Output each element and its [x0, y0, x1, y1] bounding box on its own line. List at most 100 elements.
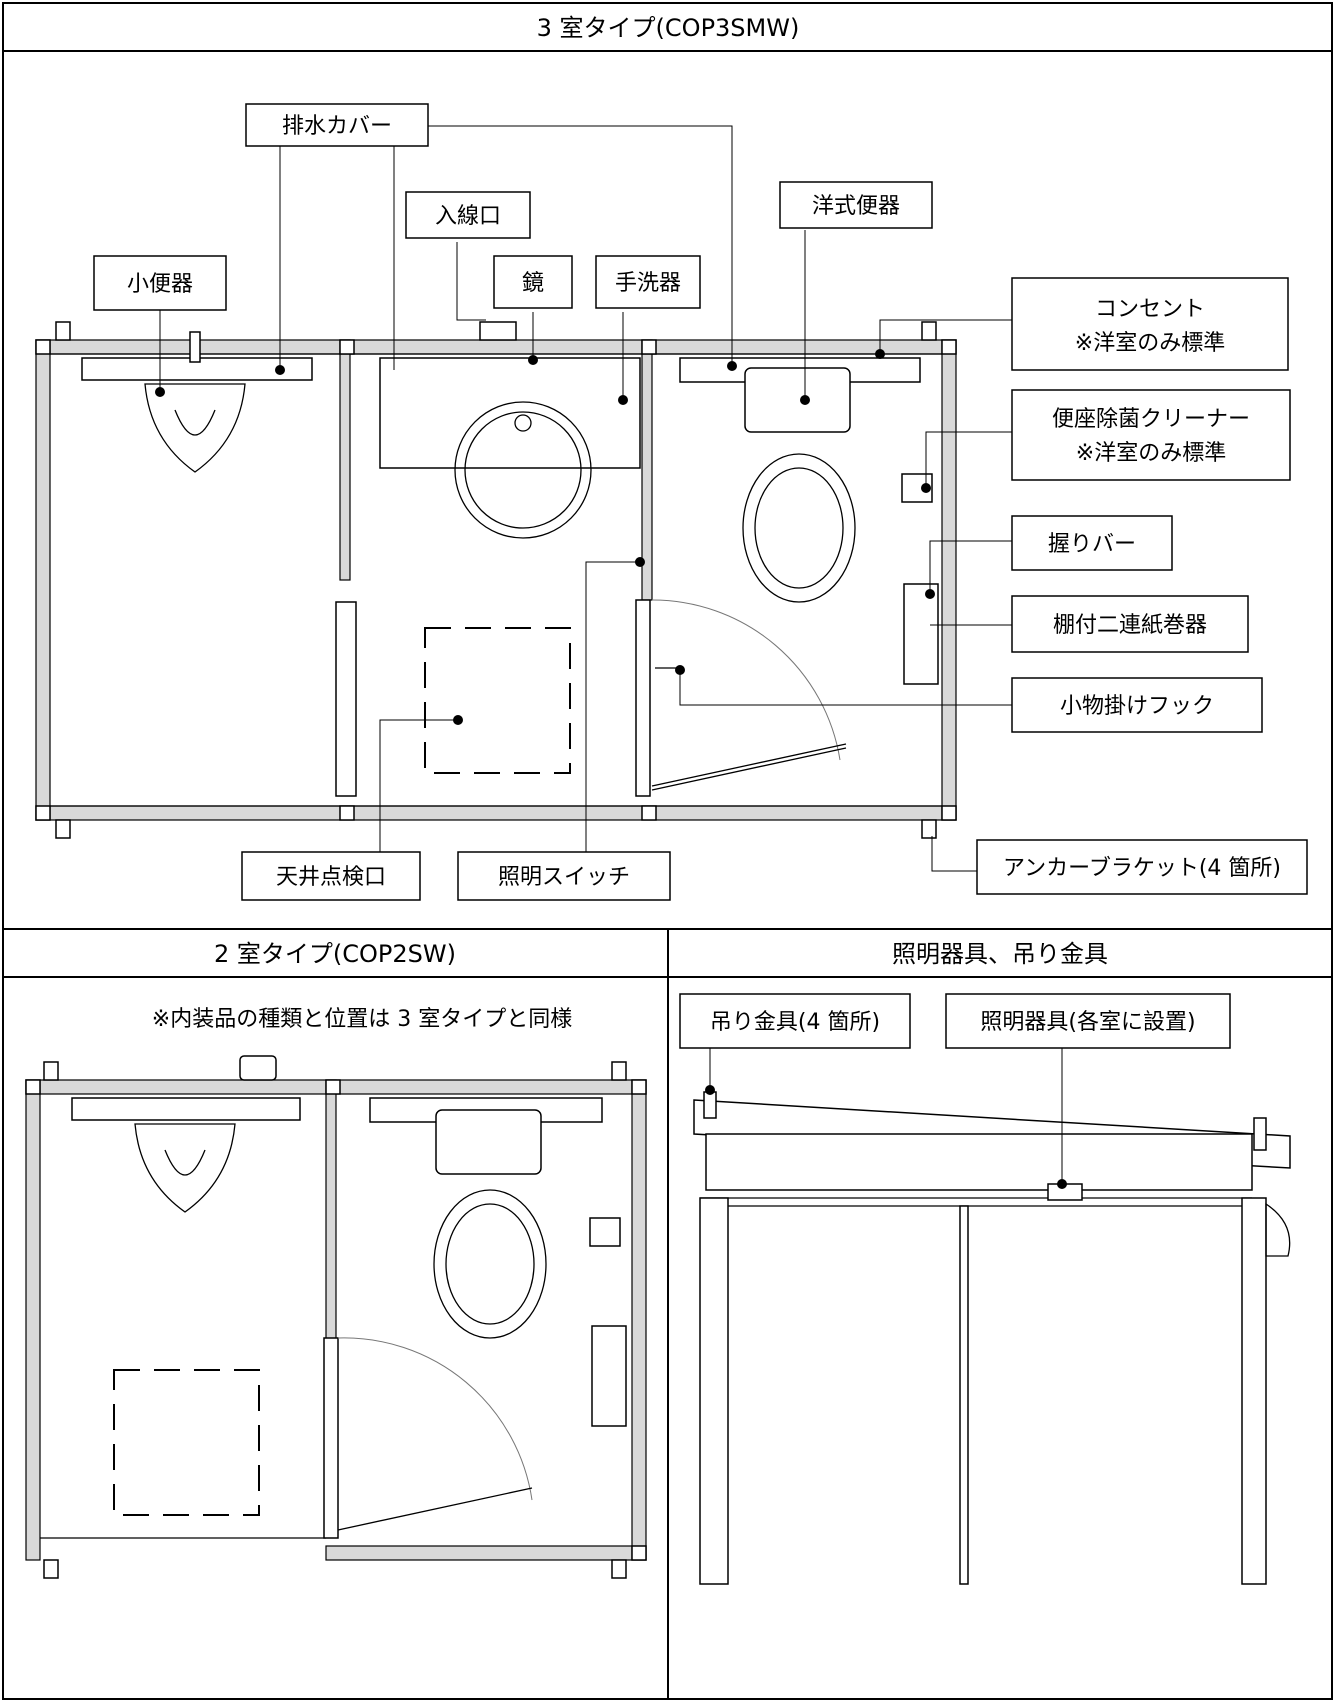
label-drain-cover: 排水カバー	[282, 114, 392, 139]
wire-inlet-shape	[479, 321, 517, 341]
anchor-bracket	[43, 1061, 59, 1081]
fixture-elevation	[693, 1091, 1291, 1585]
roof-fascia	[705, 1133, 1253, 1191]
door-leaf	[651, 747, 847, 791]
partition-wall	[325, 1079, 337, 1341]
corner-post	[35, 339, 51, 355]
corner-post	[339, 339, 355, 355]
label-box	[1011, 277, 1289, 371]
urinal-shape	[144, 383, 246, 473]
corner-post	[941, 339, 957, 355]
corner-post	[641, 339, 657, 355]
label-box	[1011, 515, 1173, 571]
label-grab-bar: 握りバー	[1048, 532, 1136, 557]
label-outlet-1: コンセント	[1095, 297, 1205, 322]
door-leaf	[651, 743, 847, 787]
hanging-bracket-shape	[703, 1091, 717, 1119]
label-box	[945, 993, 1231, 1049]
label-box	[405, 191, 531, 239]
label-box	[93, 255, 227, 311]
label-box	[1011, 389, 1291, 481]
anchor-bracket	[43, 1559, 59, 1579]
urinal-bowl	[174, 409, 216, 436]
corner-post	[325, 1079, 341, 1095]
leader-dots	[155, 349, 935, 725]
section-title-two-room: 2 室タイプ(COP2SW)	[214, 940, 456, 968]
seat-cleaner-shape	[589, 1217, 621, 1247]
label-box	[241, 851, 421, 901]
corner-post	[631, 1079, 647, 1095]
label-outlet-2: ※洋室のみ標準	[1075, 331, 1225, 356]
wall	[35, 339, 51, 821]
paper-holder-shape	[903, 583, 939, 685]
label-seat-cleaner-2: ※洋室のみ標準	[1076, 441, 1226, 466]
anchor-bracket	[611, 1061, 627, 1081]
wall-post	[959, 1205, 969, 1585]
label-light-fixture: 照明器具(各室に設置)	[980, 1010, 1195, 1035]
anchor-bracket	[55, 321, 71, 341]
door-panel	[335, 601, 357, 797]
wire-inlet-shape	[239, 1055, 277, 1081]
anchor-bracket	[921, 819, 937, 839]
label-box	[679, 993, 911, 1049]
corner-post	[25, 1079, 41, 1095]
label-box	[1011, 595, 1249, 653]
wall	[35, 339, 957, 355]
label-hook: 小物掛けフック	[1060, 694, 1214, 719]
urinal-shape	[134, 1123, 236, 1213]
label-box	[1011, 677, 1263, 733]
wall-fixture-shape	[1265, 1202, 1291, 1257]
sink-outer	[454, 401, 592, 539]
wall	[325, 1545, 647, 1561]
sink-drain	[514, 414, 532, 432]
corner-post	[631, 1545, 647, 1561]
label-western-toilet: 洋式便器	[812, 194, 900, 219]
label-anchor-bracket: アンカーブラケット(4 箇所)	[1003, 856, 1281, 881]
anchor-bracket	[55, 819, 71, 839]
wall	[941, 339, 957, 821]
label-hanging-bracket: 吊り金具(4 箇所)	[710, 1010, 880, 1035]
corner-post	[35, 805, 51, 821]
toilet-bowl	[433, 1189, 547, 1339]
label-box	[493, 255, 573, 309]
corner-post	[339, 805, 355, 821]
ceiling-hatch-shape	[424, 627, 571, 774]
hanging-bracket-shape	[1253, 1117, 1267, 1151]
label-seat-cleaner-1: 便座除菌クリーナー	[1052, 407, 1250, 432]
wall	[25, 1079, 41, 1561]
toilet-bowl	[742, 453, 856, 603]
paper-holder-shape	[591, 1325, 627, 1427]
door-frame	[323, 1337, 339, 1539]
door-swing-arc	[651, 599, 841, 761]
wall	[35, 805, 957, 821]
label-box	[245, 103, 429, 147]
wall	[631, 1079, 647, 1561]
anchor-bracket	[921, 321, 937, 341]
three-room-plan	[35, 321, 957, 839]
corner-post	[641, 805, 657, 821]
corner-post	[941, 805, 957, 821]
two-room-note: ※内装品の種類と位置は 3 室タイプと同様	[152, 1007, 572, 1032]
label-urinal: 小便器	[127, 272, 193, 297]
label-hand-washer: 手洗器	[615, 271, 681, 296]
wall-post	[1241, 1197, 1267, 1585]
leader-dot	[705, 1085, 715, 1095]
section-title-fixtures: 照明器具、吊り金具	[892, 940, 1108, 968]
two-room-plan	[25, 1055, 647, 1579]
label-wire-inlet: 入線口	[435, 204, 501, 229]
urinal-pipe	[189, 331, 201, 363]
toilet-tank	[435, 1109, 542, 1175]
label-box	[976, 839, 1308, 895]
sink-inner	[464, 411, 582, 529]
anchor-bracket	[611, 1559, 627, 1579]
toilet-tank	[744, 367, 851, 433]
partition-wall	[339, 339, 351, 581]
label-box	[779, 181, 933, 229]
leader-lines	[159, 125, 1012, 872]
label-mirror: 鏡	[522, 271, 544, 296]
drain-cover-shape	[71, 1097, 301, 1121]
ceiling-hatch-shape	[113, 1369, 260, 1516]
label-ceiling-hatch: 天井点検口	[276, 865, 386, 890]
label-light-switch: 照明スイッチ	[498, 865, 630, 890]
